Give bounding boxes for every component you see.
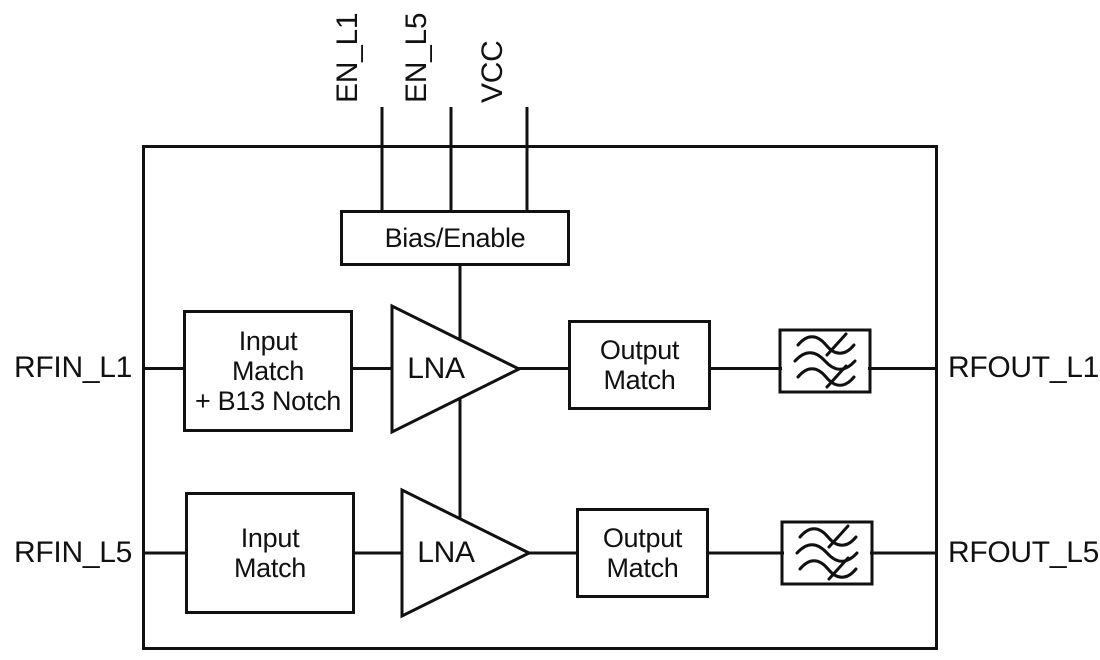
bandpass-filter-icon-l5	[782, 522, 872, 584]
filter-wave-bottom	[798, 369, 854, 386]
output-match-l5-line2: Match	[606, 553, 679, 583]
bandpass-filter-icon-l1	[780, 330, 870, 392]
bias-enable-label: Bias/Enable	[384, 223, 526, 253]
output-match-l1-line1: Output	[599, 335, 680, 365]
lna-label-l1: LNA	[407, 352, 465, 385]
filter-wave-top	[798, 337, 854, 354]
output-match-block-l1: Output Match	[568, 320, 711, 410]
filter-box-l1	[780, 330, 870, 392]
input-match-l1-line2: Match	[231, 356, 305, 386]
input-match-l5-line1: Input	[240, 523, 300, 553]
bias-enable-block: Bias/Enable	[340, 210, 570, 266]
amplifier-triangle-icon-l5	[402, 490, 529, 616]
filter-box-l5	[782, 522, 872, 584]
filter-wave-top-slash	[827, 334, 846, 355]
output-match-block-l5: Output Match	[576, 508, 709, 598]
output-match-l1-line2: Match	[603, 365, 676, 395]
port-label-rfin-l1: RFIN_L1	[14, 351, 132, 384]
chip-outline	[144, 147, 937, 649]
port-label-rfout-l1: RFOUT_L1	[948, 351, 1099, 384]
amplifier-triangle-icon-l1	[392, 306, 519, 432]
pin-label-en-l1: EN_L1	[331, 12, 364, 103]
input-match-b13-notch-block: Input Match + B13 Notch	[183, 310, 353, 432]
output-match-l5-line1: Output	[602, 523, 683, 553]
filter-wave-bottom	[800, 561, 856, 578]
filter-wave-top	[800, 529, 856, 546]
pin-label-en-l5: EN_L5	[400, 12, 433, 103]
input-match-block-l5: Input Match	[185, 492, 355, 614]
port-label-rfout-l5: RFOUT_L5	[948, 536, 1099, 569]
lna-label-l5: LNA	[417, 536, 475, 569]
filter-wave-top-slash	[829, 526, 848, 547]
input-match-l5-line2: Match	[233, 553, 307, 583]
pin-label-vcc: VCC	[476, 40, 509, 103]
filter-wave-bottom-slash	[829, 558, 848, 579]
input-match-l1-line3: + B13 Notch	[194, 386, 342, 416]
port-label-rfin-l5: RFIN_L5	[14, 536, 132, 569]
input-match-l1-line1: Input	[238, 326, 298, 356]
filter-wave-bottom-slash	[827, 366, 846, 387]
wires	[143, 107, 937, 649]
